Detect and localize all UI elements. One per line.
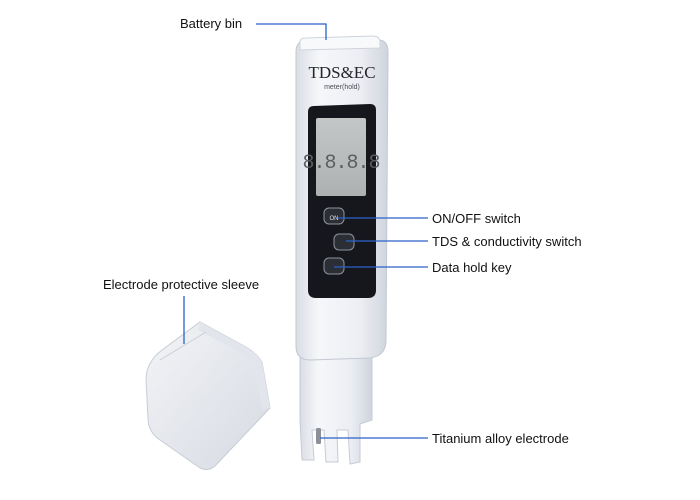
data-hold-key-label: Data hold key <box>432 260 512 275</box>
tds-meter: ON <box>295 35 389 465</box>
tds-conductivity-switch-label: TDS & conductivity switch <box>432 234 582 249</box>
svg-text:ON: ON <box>330 216 339 222</box>
subtitle-text: meter(hold) <box>324 84 360 91</box>
electrode-protective-sleeve <box>145 321 271 471</box>
electrode-protective-sleeve-label: Electrode protective sleeve <box>103 277 260 292</box>
electrode-holder <box>299 349 373 465</box>
data-hold-key[interactable] <box>323 257 345 275</box>
battery-bin-label: Battery bin <box>180 16 243 31</box>
leader-battery-bin <box>256 23 327 40</box>
leader-lines <box>183 23 428 439</box>
battery-bin <box>299 35 381 51</box>
titanium-alloy-electrode-label: Titanium alloy electrode <box>432 431 569 446</box>
on-off-switch-label: ON/OFF switch <box>432 211 521 226</box>
titanium-alloy-electrode <box>316 428 321 444</box>
lcd-reading: 8.8.8.8 <box>302 152 379 175</box>
brand-text: TDS&EC <box>308 63 375 82</box>
tds-conductivity-switch-key[interactable] <box>333 233 355 251</box>
lcd-screen <box>316 118 366 196</box>
on-off-switch-key[interactable] <box>323 207 345 225</box>
